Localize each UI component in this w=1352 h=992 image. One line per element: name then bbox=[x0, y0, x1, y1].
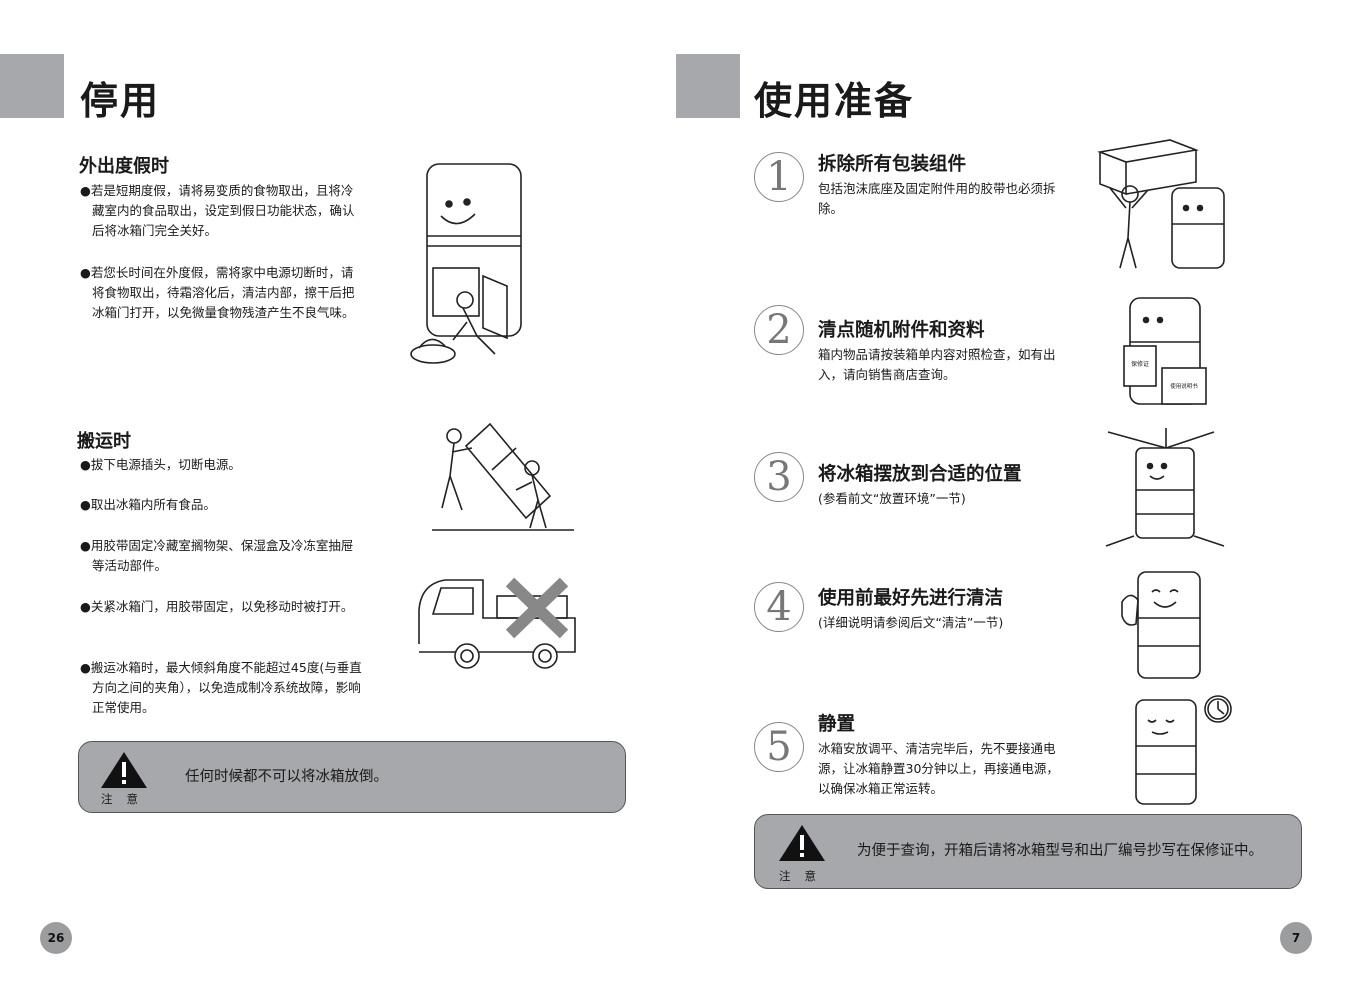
step-number-circle: 5 bbox=[754, 722, 804, 772]
step-title: 使用前最好先进行清洁 bbox=[818, 588, 1004, 609]
fridge-resting-illustration bbox=[1135, 699, 1197, 805]
notice-box: 注意 任何时候都不可以将冰箱放倒。 bbox=[78, 741, 626, 813]
moving-bullet-1: 拔下电源插头，切断电源。 bbox=[80, 455, 364, 475]
step-number: 1 bbox=[766, 154, 792, 200]
step-description: 冰箱安放调平、清洁完毕后，先不要接通电源，让冰箱静置30分钟以上，再接通电源，以… bbox=[818, 741, 1059, 796]
notice-text: 为便于查询，开箱后请将冰箱型号和出厂编号抄写在保修证中。 bbox=[857, 843, 1263, 859]
vacation-bullet-2: 若您长时间在外度假，需将家中电源切断时，请将食物取出，待霜溶化后，清洁内部，擦干… bbox=[80, 263, 364, 323]
step-description: 包括泡沫底座及固定附件用的胶带也必须拆除。 bbox=[818, 181, 1056, 216]
step-number: 5 bbox=[766, 724, 792, 770]
step-description: 箱内物品请按装箱单内容对照检查，如有出入，请向销售商店查询。 bbox=[818, 347, 1056, 382]
step-number-circle: 4 bbox=[754, 582, 804, 632]
fridge-in-corner-illustration bbox=[1105, 428, 1225, 547]
unboxing-illustration bbox=[1096, 139, 1225, 269]
clock-icon bbox=[1204, 695, 1232, 723]
fridge-cleaning-illustration bbox=[410, 163, 522, 364]
carrying-fridge-illustration bbox=[432, 422, 574, 531]
section-title-vacation: 外出度假时 bbox=[79, 156, 169, 177]
page-number: 7 bbox=[1280, 922, 1312, 954]
step-number: 4 bbox=[766, 584, 792, 630]
step-number-circle: 3 bbox=[754, 452, 804, 502]
vacation-bullet-1: 若是短期度假，请将易变质的食物取出，且将冷藏室内的食品取出，设定到假日功能状态，… bbox=[80, 181, 364, 241]
page-number: 26 bbox=[40, 922, 72, 954]
document-label-manual: 使用说明书 bbox=[1170, 382, 1198, 390]
step-title: 静置 bbox=[818, 714, 856, 735]
notice-text: 任何时候都不可以将冰箱放倒。 bbox=[185, 769, 388, 785]
page-title: 使用准备 bbox=[754, 79, 915, 123]
page-title: 停用 bbox=[80, 79, 161, 123]
truck-illustration bbox=[418, 579, 576, 669]
section-title-moving: 搬运时 bbox=[77, 431, 131, 452]
warning-icon bbox=[101, 752, 147, 788]
step-number: 3 bbox=[766, 454, 792, 500]
moving-bullet-2: 取出冰箱内所有食品。 bbox=[80, 495, 364, 515]
title-accent-block bbox=[0, 54, 64, 118]
fridge-cleaning-cloth-illustration bbox=[1121, 571, 1201, 679]
left-page: 停用 外出度假时 若是短期度假，请将易变质的食物取出，且将冷藏室内的食品取出，设… bbox=[0, 0, 676, 992]
step-number: 2 bbox=[766, 307, 792, 353]
cross-mark-icon bbox=[505, 577, 569, 639]
step-number-circle: 1 bbox=[754, 152, 804, 202]
notice-box: 注意 为便于查询，开箱后请将冰箱型号和出厂编号抄写在保修证中。 bbox=[754, 814, 1302, 889]
notice-label: 注意 bbox=[101, 792, 152, 806]
fridge-with-documents-illustration: 保修证 使用说明书 bbox=[1123, 297, 1207, 405]
moving-bullet-3: 用胶带固定冷藏室搁物架、保湿盒及冷冻室抽屉等活动部件。 bbox=[80, 536, 364, 576]
step-number-circle: 2 bbox=[754, 305, 804, 355]
step-description: (参看前文“放置环境”一节) bbox=[818, 491, 966, 506]
moving-bullet-4: 关紧冰箱门，用胶带固定，以免移动时被打开。 bbox=[80, 597, 364, 617]
right-page: 使用准备 1 拆除所有包装组件 包括泡沫底座及固定附件用的胶带也必须拆除。 2 … bbox=[676, 0, 1352, 992]
moving-bullet-5: 搬运冰箱时，最大倾斜角度不能超过45度(与垂直方向之间的夹角），以免造成制冷系统… bbox=[80, 658, 364, 718]
step-title: 将冰箱摆放到合适的位置 bbox=[818, 464, 1022, 485]
warning-icon bbox=[779, 825, 825, 861]
step-title: 清点随机附件和资料 bbox=[818, 320, 985, 341]
title-accent-block bbox=[676, 54, 740, 118]
notice-label: 注意 bbox=[779, 869, 830, 883]
step-description: (详细说明请参阅后文“清洁”一节) bbox=[818, 615, 1004, 630]
document-label-warranty: 保修证 bbox=[1131, 360, 1149, 368]
step-title: 拆除所有包装组件 bbox=[818, 154, 967, 175]
